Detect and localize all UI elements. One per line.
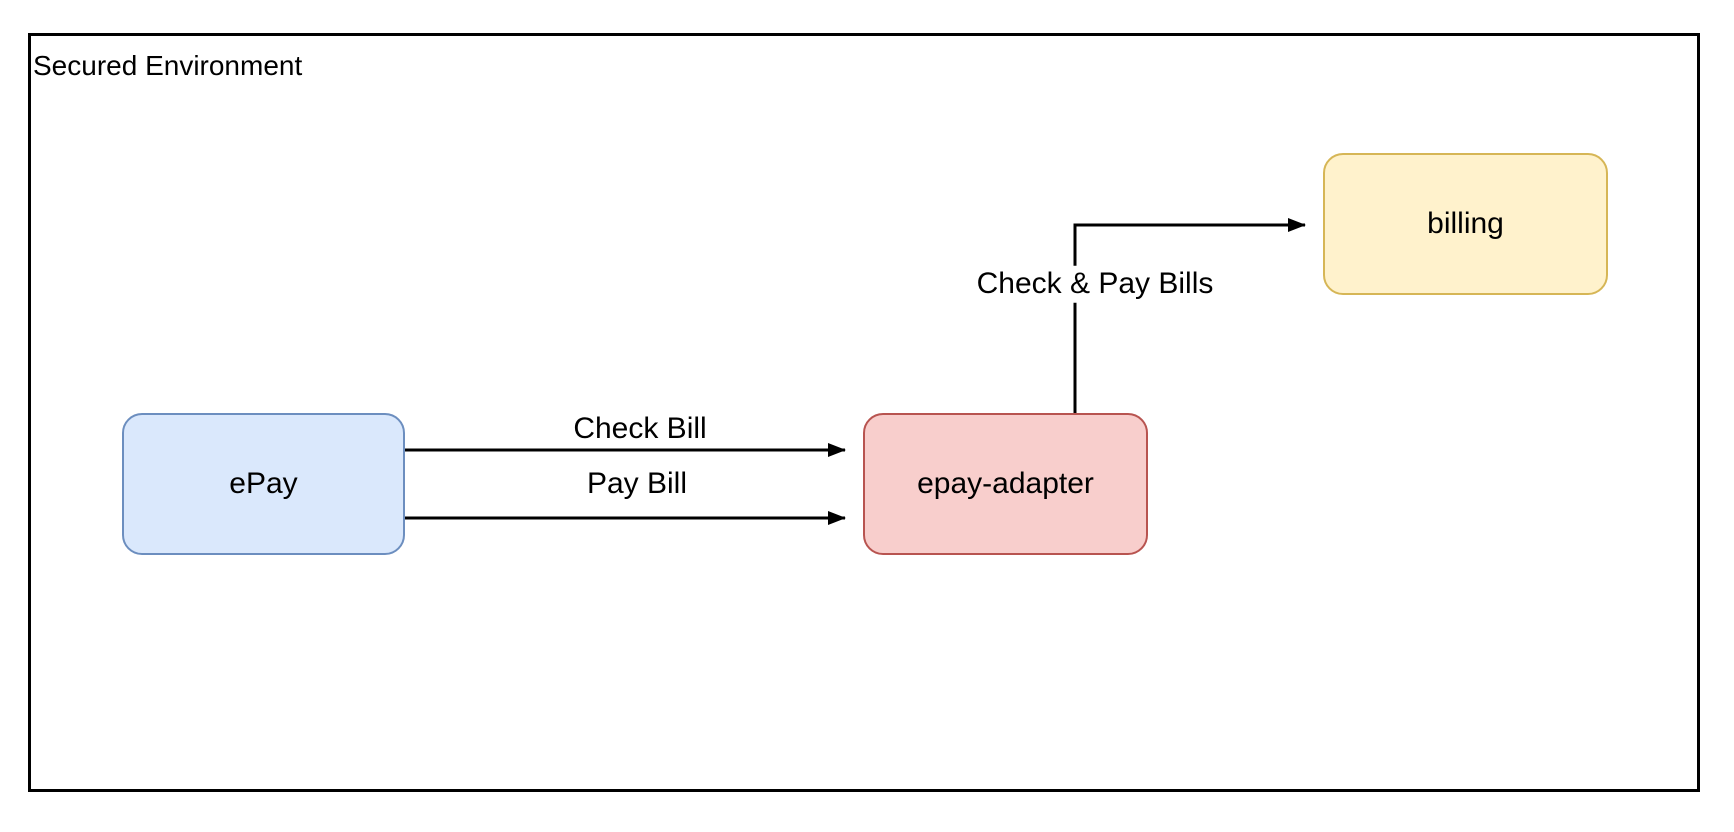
edge-label-pay-bill: Pay Bill xyxy=(582,465,692,503)
node-epay-label: ePay xyxy=(229,467,298,500)
edge-label-check-pay-bills: Check & Pay Bills xyxy=(972,265,1218,303)
node-billing-label: billing xyxy=(1427,207,1504,240)
secured-environment-boundary: Secured Environment xyxy=(28,33,1700,792)
edge-label-check-bill: Check Bill xyxy=(569,410,711,448)
node-epay-adapter-label: epay-adapter xyxy=(917,467,1094,500)
node-billing: billing xyxy=(1323,153,1608,295)
node-epay: ePay xyxy=(122,413,405,555)
boundary-label: Secured Environment xyxy=(33,50,303,81)
node-epay-adapter: epay-adapter xyxy=(863,413,1148,555)
